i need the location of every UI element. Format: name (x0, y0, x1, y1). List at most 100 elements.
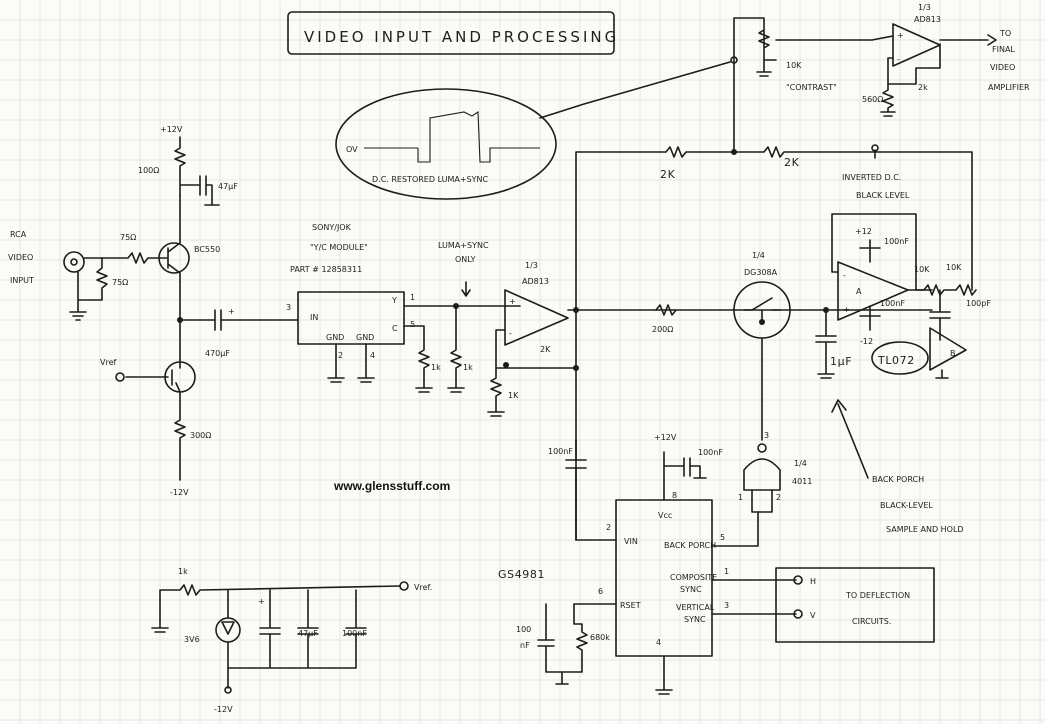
bubble-caption: D.C. RESTORED LUMA+SYNC (372, 175, 489, 184)
final-l3: VIDEO (990, 63, 1015, 72)
svg-text:+: + (258, 597, 265, 606)
opamp-1-icon (504, 289, 569, 346)
hold-cap: 1μF (830, 355, 852, 368)
rca-jack-icon (63, 251, 85, 273)
inverted-1: INVERTED D.C. (842, 173, 901, 182)
gate-p1: 1 (738, 493, 743, 502)
vref-circuit: 1k Vref. 3V6 -12V + 47μF 100nF (151, 567, 432, 714)
tl072-part: TL072 (877, 354, 915, 367)
title-text: VIDEO INPUT AND PROCESSING (304, 28, 619, 46)
vref-diode: 3V6 (184, 635, 200, 644)
rc-r2: 10K (946, 263, 962, 272)
yc-pin-gnd2: GND (356, 333, 374, 342)
defl-h: H (810, 577, 816, 586)
vref-c2: 100nF (342, 629, 367, 638)
yc-pin-gnd1: GND (326, 333, 344, 342)
op1-label2: AD813 (522, 277, 549, 286)
opamp-tl072: - + A +12 -12 100nF 100nF TL072 10K 10K … (831, 213, 991, 379)
gs-p8: 8 (672, 491, 677, 500)
rc-c: 100pF (966, 299, 991, 308)
input-label-1: RCA (10, 230, 27, 239)
yc-module: IN Y C GND GND 3 1 5 2 4 SONY/JOK "Y/C M… (286, 223, 521, 393)
yc-r2: 1k (463, 363, 473, 372)
gs-cs1: COMPOSITE (670, 573, 717, 582)
contrast-op-l1: 1/3 (918, 3, 931, 12)
fb-rb: 2K (784, 156, 800, 169)
q2-vref: Vref (100, 358, 117, 367)
gs-crset1: 100 (516, 625, 531, 634)
gs-cin: 100nF (548, 447, 573, 456)
svg-text:+: + (509, 297, 516, 306)
switch-l1: 1/4 (752, 251, 765, 260)
yc-n4: 4 (370, 351, 375, 360)
fb-ra: 2K (660, 168, 676, 181)
nand-gate-icon (743, 458, 781, 491)
gs-vin: VIN (624, 537, 638, 546)
analog-switch: 200Ω 1/4 DG308A 1μF (652, 251, 852, 441)
gs-crset2: nF (520, 641, 530, 650)
contrast-name: "CONTRAST" (786, 83, 837, 92)
switch-r: 200Ω (652, 325, 673, 334)
final-l1: TO (999, 29, 1011, 38)
gs-vcc-supply: +12V (654, 433, 677, 442)
gs-p1: 1 (724, 567, 729, 576)
bubble-ov: OV (346, 145, 358, 154)
supply-neg-q2: -12V (170, 488, 189, 497)
yc-n3: 3 (286, 303, 291, 312)
input-label-2: VIDEO (8, 253, 33, 262)
gs-cvcc: 100nF (698, 448, 723, 457)
gs-bp: BACK PORCH (664, 541, 716, 550)
opamp-contrast-icon (892, 23, 941, 67)
luma-note-1: LUMA+SYNC (438, 241, 489, 250)
svg-text:+: + (897, 31, 904, 40)
r-input-shunt: 75Ω (112, 278, 128, 287)
transistor-q1-icon (158, 242, 190, 274)
nand-gate: 3 1 2 1/4 4011 (738, 431, 812, 513)
deflection-block: H V TO DEFLECTION CIRCUITS. (775, 567, 935, 643)
gs-p2: 2 (606, 523, 611, 532)
yc-part: PART # 12858311 (290, 265, 362, 274)
bp-note-2: BLACK-LEVEL (880, 501, 933, 510)
yc-n5: 5 (410, 320, 415, 329)
tl072-cpos: 100nF (884, 237, 909, 246)
svg-text:-: - (897, 55, 900, 64)
bp-note-1: BACK PORCH (872, 475, 924, 484)
yc-pin-c: C (392, 324, 398, 333)
opamp-contrast: + - 1/3 AD813 560Ω 2k TO FINAL VIDEO AMP… (862, 3, 1030, 117)
gs-p5: 5 (720, 533, 725, 542)
yc-n2: 2 (338, 351, 343, 360)
op1-label1: 1/3 (525, 261, 538, 270)
coupling-cap: 470μF (205, 349, 230, 358)
gate-p2: 2 (776, 493, 781, 502)
final-l4: AMPLIFIER (988, 83, 1030, 92)
contrast-pot: 10K (786, 61, 802, 70)
svg-text:-: - (509, 329, 512, 338)
vref-c1: 47μF (298, 629, 318, 638)
gs-rrset: 680k (590, 633, 610, 642)
tl072-vp: +12 (855, 227, 872, 236)
gs-p4: 4 (656, 638, 661, 647)
defl-l2: CIRCUITS. (852, 617, 891, 626)
contrast-op-l2: AD813 (914, 15, 941, 24)
q2-r-emitter: 300Ω (190, 431, 211, 440)
rc-r1: 10K (914, 265, 930, 274)
q1-c-bypass: 47μF (218, 182, 238, 191)
yc-pin-in: IN (310, 313, 318, 322)
tl072-vn: -12 (860, 337, 873, 346)
gs4981: 100nF VIN Vcc RSET BACK PORCH COMPOSITE … (498, 433, 797, 695)
feedback-network: 2K 2K 10K "CONTRAST" INVERTED D.C. BLACK… (575, 17, 973, 311)
vref-neg: -12V (214, 705, 233, 714)
gate-p3: 3 (764, 431, 769, 440)
contrast-r-ground: 560Ω (862, 95, 883, 104)
final-l2: FINAL (992, 45, 1015, 54)
tl072-a: A (856, 287, 862, 296)
gs-part: GS4981 (498, 568, 545, 581)
gate-l2: 4011 (792, 477, 812, 486)
inverted-2: BLACK LEVEL (856, 191, 910, 200)
input-stage: RCA VIDEO INPUT 75Ω 75Ω BC550 +12V 100Ω … (8, 125, 299, 497)
gs-rset: RSET (620, 601, 641, 610)
waveform-bubble: OV D.C. RESTORED LUMA+SYNC (335, 56, 738, 200)
yc-title2: "Y/C MODULE" (310, 243, 368, 252)
input-label-3: INPUT (10, 276, 34, 285)
defl-v: V (810, 611, 816, 620)
